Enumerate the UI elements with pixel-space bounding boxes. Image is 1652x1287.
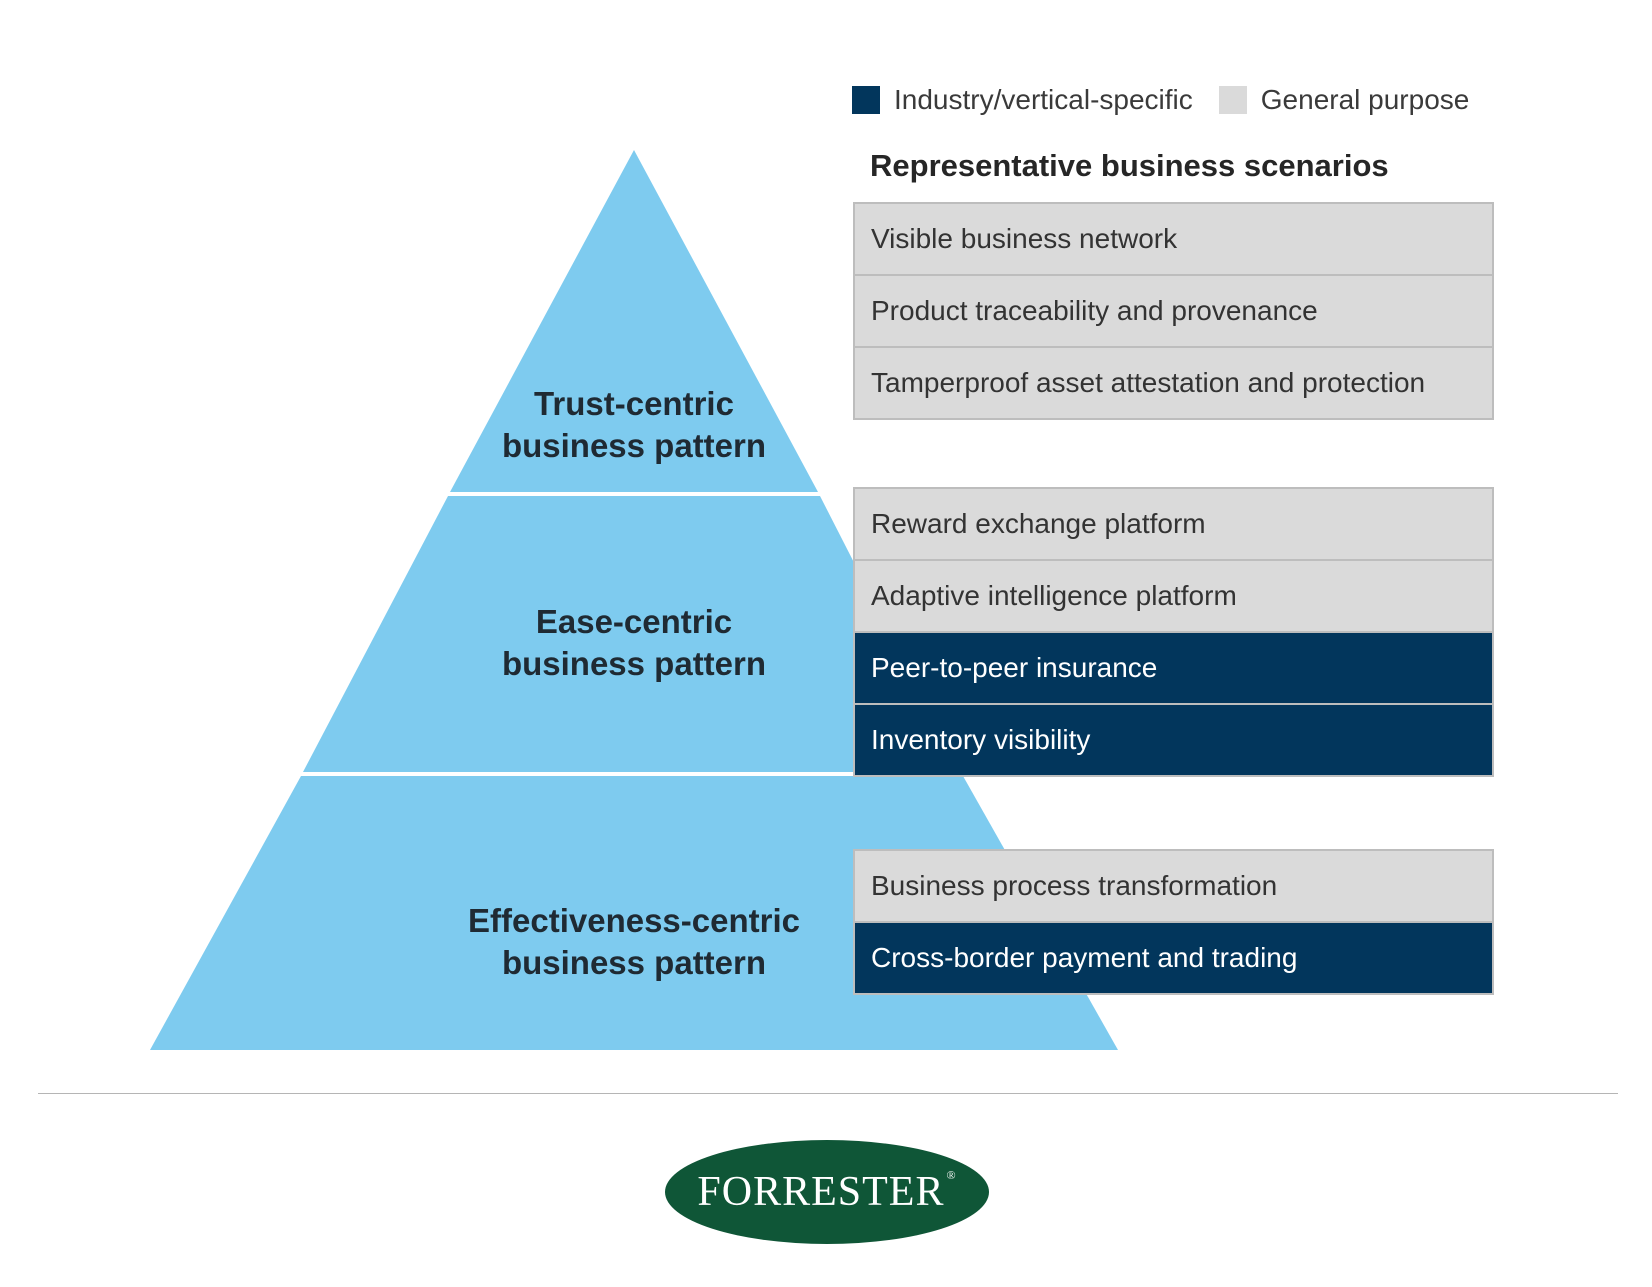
legend-industry-label: Industry/vertical-specific: [894, 84, 1193, 115]
forrester-logo: FORRESTER®: [665, 1140, 989, 1244]
tier-label-trust: Trust-centric business pattern: [502, 383, 766, 467]
tier-label-ease-line1: Ease-centric: [535, 603, 733, 640]
scenario-group-effectiveness: Business process transformation Cross-bo…: [853, 849, 1494, 995]
legend: Industry/vertical-specific General purpo…: [852, 84, 1469, 116]
tier-label-trust-line2: business pattern: [501, 427, 767, 464]
tier-label-effectiveness-line1: Effectiveness-centric: [468, 902, 800, 939]
pyramid-tier-top: [450, 150, 818, 492]
divider: [38, 1093, 1618, 1094]
scenario-row: Peer-to-peer insurance: [855, 633, 1492, 703]
scenarios-heading: Representative business scenarios: [870, 148, 1389, 183]
logo-registered-mark: ®: [946, 1168, 957, 1182]
scenario-row: Adaptive intelligence platform: [855, 561, 1492, 631]
tier-label-effectiveness-line2: business pattern: [501, 944, 767, 981]
general-swatch: [1218, 86, 1247, 114]
legend-industry: Industry/vertical-specific: [852, 84, 1193, 116]
scenario-row: Business process transformation: [855, 851, 1492, 921]
tier-label-ease-line2: business pattern: [501, 645, 767, 682]
scenario-row: Inventory visibility: [855, 705, 1492, 775]
tier-label-ease: Ease-centric business pattern: [502, 601, 766, 685]
logo-text: FORRESTER®: [697, 1168, 956, 1216]
scenario-row: Reward exchange platform: [855, 489, 1492, 559]
pyramid-tier-middle: [303, 496, 961, 772]
tier-label-effectiveness: Effectiveness-centric business pattern: [468, 900, 800, 984]
scenario-row: Product traceability and provenance: [855, 276, 1492, 346]
scenario-group-ease: Reward exchange platform Adaptive intell…: [853, 487, 1494, 777]
industry-swatch: [852, 86, 880, 114]
scenario-row: Tamperproof asset attestation and protec…: [855, 348, 1492, 418]
scenario-row: Visible business network: [855, 204, 1492, 274]
tier-label-trust-line1: Trust-centric: [534, 385, 734, 422]
legend-general-label: General purpose: [1260, 84, 1470, 115]
scenario-row: Cross-border payment and trading: [855, 923, 1492, 993]
scenario-group-trust: Visible business network Product traceab…: [853, 202, 1494, 420]
logo-wordmark: FORRESTER: [697, 1169, 945, 1215]
legend-general: General purpose: [1218, 84, 1470, 116]
